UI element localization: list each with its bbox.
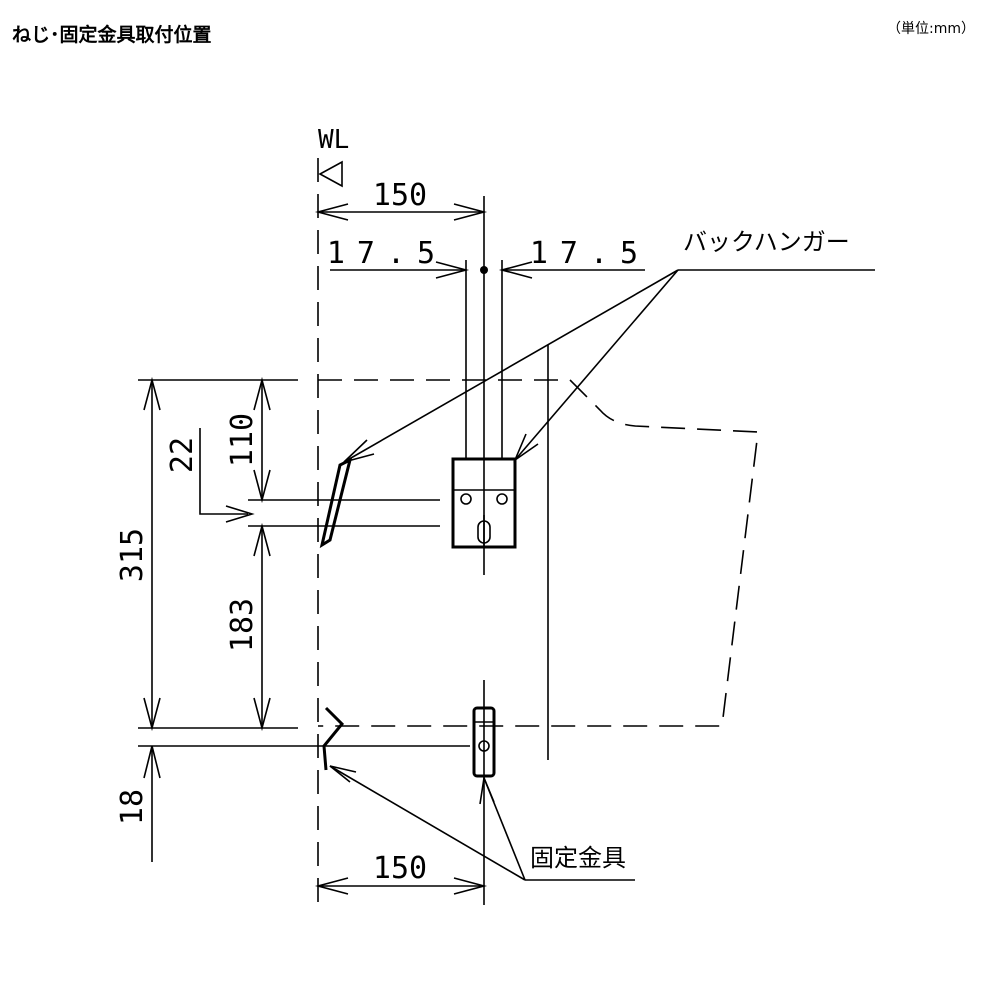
- arrow-icon: [329, 765, 357, 783]
- page-title: ねじ･固定金具取付位置: [12, 24, 212, 46]
- arrow-icon: [143, 745, 161, 779]
- center-point: [480, 266, 488, 274]
- arrow-icon: [253, 522, 271, 557]
- dim-leader-22: [199, 428, 248, 515]
- dim-offset-right: 17.5: [530, 236, 650, 271]
- arrow-icon: [343, 439, 375, 463]
- dim-offset-left: 17.5: [327, 236, 447, 271]
- arrow-icon: [314, 203, 349, 221]
- arrow-icon: [453, 203, 488, 221]
- arrow-icon: [253, 376, 271, 411]
- callout-fixing-bracket: 固定金具: [530, 844, 626, 872]
- arrow-icon: [253, 697, 271, 732]
- arrow-icon: [225, 505, 255, 523]
- dim-hanger-height: 22: [165, 437, 200, 473]
- dim-top-width: 150: [373, 178, 427, 213]
- screw-hole-icon: [460, 493, 472, 505]
- datum-label: WL: [318, 125, 349, 155]
- dim-lower-height: 183: [225, 598, 260, 652]
- dim-bottom-height: 18: [115, 789, 150, 825]
- arrow-icon: [479, 775, 495, 805]
- arrow-icon: [253, 469, 271, 504]
- fixing-bracket-profile: [322, 706, 345, 771]
- callout-back-hanger: バックハンガー: [683, 228, 850, 256]
- callout-fixing-bracket-leader: [329, 765, 526, 881]
- datum-triangle-icon: [318, 160, 343, 188]
- basin-outline: [318, 379, 759, 727]
- dim-upper-height: 110: [225, 413, 260, 467]
- dim-total-height: 315: [115, 528, 150, 582]
- arrow-icon: [314, 877, 349, 895]
- arrow-icon: [453, 877, 488, 895]
- screw-hole-icon: [496, 493, 508, 505]
- hanger-side-profile: [319, 457, 353, 549]
- arrow-icon: [143, 697, 161, 732]
- callout-back-hanger-leader: [343, 269, 679, 463]
- unit-note: （単位:mm）: [887, 21, 975, 37]
- arrow-icon: [143, 376, 161, 411]
- callout-back-hanger-leader: [514, 269, 679, 461]
- dim-bottom-width: 150: [373, 851, 427, 886]
